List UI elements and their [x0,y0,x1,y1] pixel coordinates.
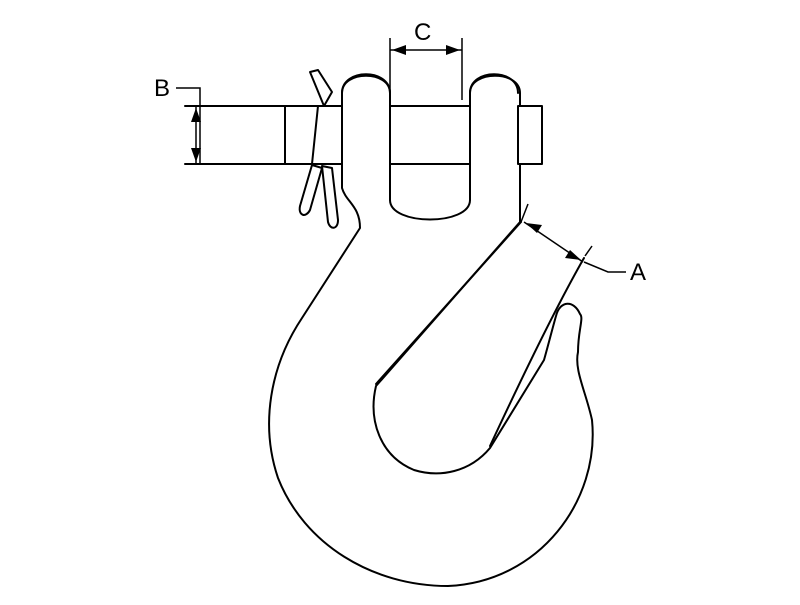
clevis-ear-right [469,73,519,201]
dimension-a-arrow-bottom [565,250,581,260]
cotter-pin-through [311,105,319,165]
clevis-pin-middle [389,105,471,165]
hook-throat [375,221,522,385]
cotter-pin-leg-left [298,164,323,216]
dimension-c-label: C [414,19,431,46]
dimension-b-leader [176,87,201,164]
cotter-pin-head [309,69,333,107]
dimension-a-ext-bottom [584,245,593,257]
dimension-b-arrow-bottom [191,148,201,162]
clevis-pin-right [517,105,543,165]
dimension-a-ext-top [520,203,529,223]
dimension-a-leader [583,261,626,273]
dimension-c-arrow-left [392,45,406,55]
cotter-pin-leg-right [321,165,339,229]
dimension-a-label: A [630,259,646,286]
hook-slot-curve [489,257,585,447]
dimension-b-arrow-top [191,108,201,122]
dimension-a-arrow-top [526,223,542,233]
dimension-c-arrow-right [446,45,460,55]
dimension-b-label: B [154,75,170,102]
